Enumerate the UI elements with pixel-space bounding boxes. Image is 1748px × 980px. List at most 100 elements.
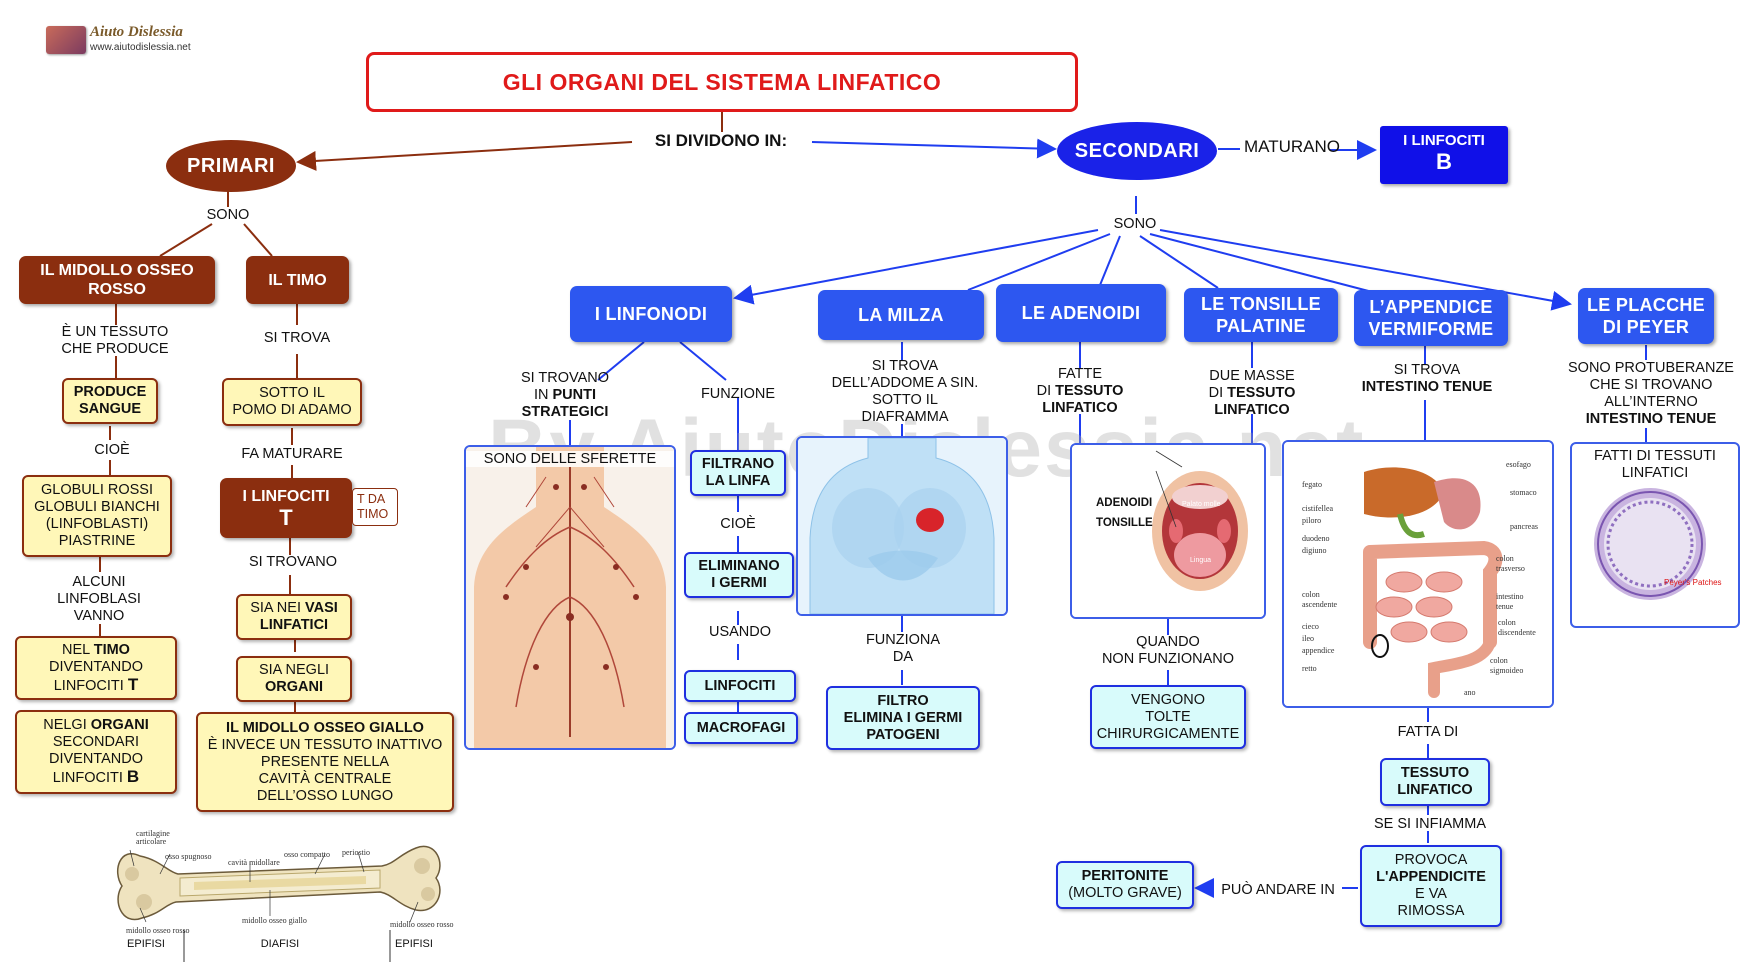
milza-filtro-box[interactable]: FILTRO ELIMINA I GERMI PATOGENI <box>826 686 980 750</box>
primari-sono-label: SONO <box>206 207 250 223</box>
logo-url: www.aiutodislessia.net <box>90 42 191 53</box>
nel-timo-letter: T <box>127 674 139 694</box>
timo-si-trova-label: SI TROVA <box>263 330 331 346</box>
vasi-bold: VASI LINFATICI <box>259 600 338 633</box>
organ-esofago: esofago <box>1506 460 1531 469</box>
globuli-box[interactable]: GLOBULI ROSSI GLOBULI BIANCHI (LINFOBLAS… <box>22 475 172 557</box>
milza-funziona: FUNZIONA DA <box>865 632 941 665</box>
lymph-body-image: SONO DELLE SFERETTE <box>464 445 676 750</box>
vasi-linfatici-box[interactable]: SIA NEI VASI LINFATICI <box>236 594 352 640</box>
midollo-giallo-text: È INVECE UN TESSUTO INATTIVO PRESENTE NE… <box>207 736 443 804</box>
organ-appendice: appendice <box>1302 646 1335 655</box>
placche-sono-text: SONO PROTUBERANZE CHE SI TROVANO ALL’INT… <box>1568 360 1734 410</box>
filtrano-box[interactable]: FILTRANO LA LINFA <box>690 450 786 496</box>
nel-timo-bold: TIMO <box>93 641 130 658</box>
bone-label-midollo-giallo: midollo osseo giallo <box>242 916 307 925</box>
vengono-tolte-box[interactable]: VENGONO TOLTE CHIRURGICAMENTE <box>1090 685 1246 749</box>
appendice-node[interactable]: L’APPENDICE VERMIFORME <box>1354 290 1508 346</box>
appendice-tessuto-box[interactable]: TESSUTO LINFATICO <box>1380 758 1490 806</box>
appendicite-text-1: PROVOCA <box>1394 852 1468 868</box>
mouth-lingua-label: Lingua <box>1190 557 1212 564</box>
bone-label-cavita: cavità midollare <box>228 858 280 867</box>
negli-organi-timo-prefix: SIA NEGLI <box>258 662 330 678</box>
t-da-timo-box: T DA TIMO <box>352 488 398 526</box>
connector-main-label: SI DIVIDONO IN: <box>654 131 788 150</box>
eliminano-box[interactable]: ELIMINANO I GERMI <box>684 552 794 598</box>
linfociti-box[interactable]: LINFOCITI <box>684 670 796 702</box>
linfociti-t-letter: T <box>279 504 293 530</box>
linfonodi-node[interactable]: I LINFONODI <box>570 286 732 342</box>
maturano-label: MATURANO <box>1243 137 1340 156</box>
intestine-drawing <box>1284 442 1552 706</box>
organ-digiuno: digiuno <box>1302 546 1327 555</box>
peritonite-box[interactable]: PERITONITE (MOLTO GRAVE) <box>1056 861 1194 909</box>
nel-timo-box[interactable]: NEL TIMO DIVENTANDO LINFOCITI T <box>15 636 177 700</box>
linfonodi-punti-strategici: PUNTI STRATEGICI <box>521 387 609 420</box>
appendice-fatta-di: FATTA DI <box>1397 724 1459 740</box>
organ-piloro: piloro <box>1302 516 1322 525</box>
adenoidi-node[interactable]: LE ADENOIDI <box>996 284 1166 342</box>
bone-epifisi-left: EPIFISI <box>127 938 165 950</box>
negli-organi-bold: ORGANI <box>90 717 149 733</box>
bone-diafisi: DIAFISI <box>260 938 300 950</box>
mouth-tonsille-label: TONSILLE <box>1096 517 1153 529</box>
tonsille-due-masse-bold: TESSUTO LINFATICO <box>1214 385 1296 418</box>
nel-timo-mid: DIVENTANDO LINFOCITI <box>49 658 143 694</box>
linfociti-b-node[interactable]: I LINFOCITI B <box>1380 126 1508 184</box>
pomo-adamo-box[interactable]: SOTTO IL POMO DI ADAMO <box>222 378 362 426</box>
negli-organi-timo-bold: ORGANI <box>265 679 323 695</box>
placche-sono: SONO PROTUBERANZE CHE SI TROVANO ALL’INT… <box>1566 360 1736 428</box>
organ-ileo: ileo <box>1302 634 1314 643</box>
bone-label-spugnoso: osso spugnoso <box>165 852 212 861</box>
linfociti-b-label: I LINFOCITI <box>1403 132 1485 149</box>
adenoidi-fatte-bold: TESSUTO LINFATICO <box>1042 383 1124 416</box>
milza-node[interactable]: LA MILZA <box>818 290 984 340</box>
logo-brand: Aiuto Dislessia <box>90 24 183 40</box>
tonsille-node[interactable]: LE TONSILLE PALATINE <box>1184 288 1338 342</box>
spleen-image <box>796 436 1008 616</box>
organ-colon-trasverso: colon trasverso <box>1496 554 1525 573</box>
bone-label-midollo-rosso-right: midollo osseo rosso <box>390 920 454 929</box>
linfociti-t-label: I LINFOCITI <box>242 487 330 505</box>
puo-andare-in-label: PUÒ ANDARE IN <box>1221 882 1335 898</box>
si-trovano-label: SI TROVANO <box>248 554 338 570</box>
linfociti-t-node[interactable]: I LINFOCITI T <box>220 478 352 538</box>
organ-cieco: cieco <box>1302 622 1319 631</box>
primari-node[interactable]: PRIMARI <box>166 140 296 192</box>
organ-intestino-tenue: intestino tenue <box>1496 592 1524 611</box>
linfonodi-cioe: CIOÈ <box>720 516 756 532</box>
timo-node[interactable]: IL TIMO <box>246 256 349 304</box>
page-title: GLI ORGANI DEL SISTEMA LINFATICO <box>366 52 1078 112</box>
negli-organi-prefix: NELGI <box>43 717 91 733</box>
mouth-image: ADENOIDI TONSILLE Palato molle Lingua <box>1070 443 1266 619</box>
midollo-link-label: È UN TESSUTO CHE PRODUCE <box>61 324 169 357</box>
appendicite-box[interactable]: PROVOCA L'APPENDICITE E VA RIMOSSA <box>1360 845 1502 927</box>
bone-label-compatto: osso compatto <box>284 850 330 859</box>
appendicite-bold: L'APPENDICITE <box>1376 869 1486 885</box>
produce-sangue-box[interactable]: PRODUCE SANGUE <box>62 378 158 424</box>
linfociti-b-letter: B <box>1436 149 1452 174</box>
organ-colon-discendente: colon discendente <box>1498 618 1536 637</box>
midollo-giallo-title: IL MIDOLLO OSSEO GIALLO <box>226 719 424 736</box>
peyer-drawing <box>1594 488 1706 600</box>
negli-organi-timo-box[interactable]: SIA NEGLI ORGANI <box>236 656 352 702</box>
bone-label-cartilagine: cartilagine articolare <box>136 829 170 846</box>
placche-node[interactable]: LE PLACCHE DI PEYER <box>1578 288 1714 344</box>
macrofagi-box[interactable]: MACROFAGI <box>684 712 798 744</box>
secondari-node[interactable]: SECONDARI <box>1057 122 1217 180</box>
bone-label-midollo-rosso-left: midollo osseo rosso <box>126 926 190 935</box>
logo[interactable]: Aiuto Dislessia www.aiutodislessia.net <box>44 22 204 58</box>
tonsille-due-masse: DUE MASSE DI TESSUTO LINFATICO <box>1172 368 1332 419</box>
negli-organi-letter: B <box>126 767 140 786</box>
fa-maturare-label: FA MATURARE <box>241 446 343 462</box>
sferette-caption: SONO DELLE SFERETTE <box>466 451 674 467</box>
negli-organi-box[interactable]: NELGI ORGANI SECONDARI DIVENTANDO LINFOC… <box>15 710 177 794</box>
linfonodi-funzione-label: FUNZIONE <box>700 386 776 402</box>
linfonodi-si-trovano-text: SI TROVANO IN <box>520 370 610 403</box>
midollo-giallo-box[interactable]: IL MIDOLLO OSSEO GIALLO È INVECE UN TESS… <box>196 712 454 812</box>
spleen-drawing <box>798 438 1006 614</box>
midollo-rosso-node[interactable]: IL MIDOLLO OSSEO ROSSO <box>19 256 215 304</box>
peyer-caption: FATTI DI TESSUTI LINFATICI <box>1594 448 1716 481</box>
